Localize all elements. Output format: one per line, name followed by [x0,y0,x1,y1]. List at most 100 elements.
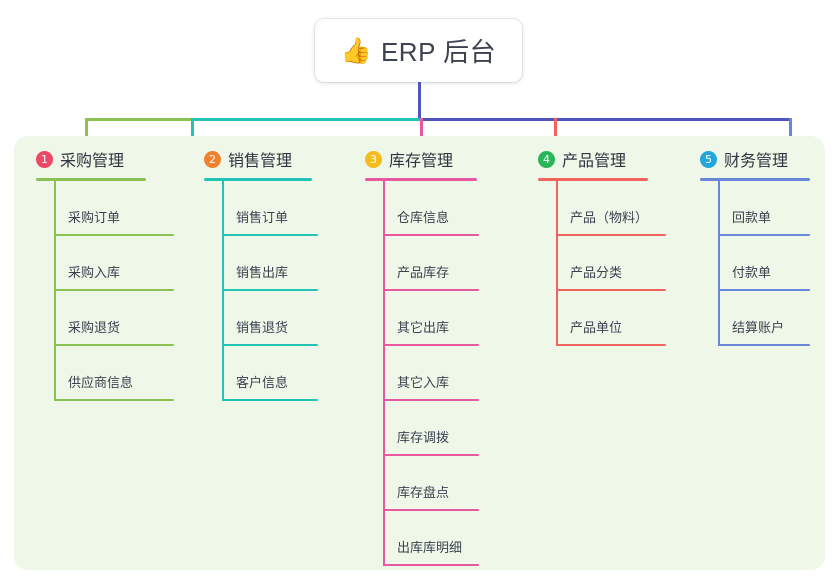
branch-title: 采购管理 [60,153,125,170]
branch-item-rule [383,289,479,291]
branch-item-rule [718,344,810,346]
root-node-title: ERP 后台 [380,37,497,67]
branch-item-rule [383,234,479,236]
branch-item-label: 库存盘点 [397,485,450,500]
branch-item[interactable]: 其它出库 [365,291,479,346]
branch-item-label: 采购入库 [68,265,121,280]
connector-drop-2 [191,118,194,145]
branch-item-label: 客户信息 [236,375,289,390]
branch-column-3: 3 库存管理仓库信息产品库存其它出库其它入库库存调拨库存盘点出库库明细 [365,146,479,566]
branch-item-label: 付款单 [732,265,772,280]
branch-item[interactable]: 付款单 [700,236,810,291]
branch-item-rule [383,399,479,401]
branch-item[interactable]: 采购入库 [36,236,174,291]
connector-bar-segment-3 [420,118,792,121]
branch-item-rule [556,344,666,346]
branch-item[interactable]: 客户信息 [204,346,318,401]
branch-item-rule [54,344,174,346]
branch-item-rule [54,399,174,401]
branch-item-list: 销售订单销售出库销售退货客户信息 [204,181,318,401]
branch-column-1: 1 采购管理采购订单采购入库采购退货供应商信息 [36,146,174,401]
branch-item[interactable]: 产品（物料） [538,181,666,236]
branch-number-badge: 5 [700,150,717,168]
connector-drop-4 [554,118,557,145]
connector-drop-1 [85,118,88,145]
branch-item-label: 供应商信息 [68,375,134,390]
branch-item-label: 其它出库 [397,320,450,335]
branch-item-label: 销售订单 [236,210,289,225]
branch-item[interactable]: 仓库信息 [365,181,479,236]
branch-item[interactable]: 回款单 [700,181,810,236]
branch-item[interactable]: 其它入库 [365,346,479,401]
root-node-card[interactable]: 👍 ERP 后台 [315,19,522,82]
thumbs-up-icon: 👍 [340,36,372,65]
branch-item-label: 产品分类 [570,265,623,280]
branch-item-label: 结算账户 [732,320,785,335]
branch-item[interactable]: 销售退货 [204,291,318,346]
branch-item[interactable]: 产品库存 [365,236,479,291]
branch-header-rule [36,178,146,181]
branch-column-5: 5 财务管理回款单付款单结算账户 [700,146,810,346]
branch-item-label: 产品（物料） [570,210,649,225]
branch-item-label: 销售退货 [236,320,289,335]
branch-item[interactable]: 产品分类 [538,236,666,291]
branches-panel [14,136,825,570]
branch-item[interactable]: 采购订单 [36,181,174,236]
branch-header-5[interactable]: 5 财务管理 [700,146,810,172]
connector-bar-segment-2 [191,118,420,121]
connector-bar-segment-1 [85,118,191,121]
branch-item-list: 仓库信息产品库存其它出库其它入库库存调拨库存盘点出库库明细 [365,181,479,566]
branch-spine [556,181,558,346]
branch-header-2[interactable]: 2 销售管理 [204,146,312,172]
branch-number-badge: 3 [365,150,382,168]
branch-number-badge: 2 [204,150,221,168]
branch-item[interactable]: 产品单位 [538,291,666,346]
branch-spine [222,181,224,401]
branch-item-rule [54,289,174,291]
branch-item[interactable]: 库存盘点 [365,456,479,511]
branch-header-3[interactable]: 3 库存管理 [365,146,477,172]
branch-item-list: 产品（物料） 产品分类产品单位 [538,181,666,346]
branch-item[interactable]: 结算账户 [700,291,810,346]
branch-header-rule [700,178,810,181]
branch-item[interactable]: 库存调拨 [365,401,479,456]
root-stem [418,82,421,121]
branch-spine [383,181,385,566]
branch-item-label: 其它入库 [397,375,450,390]
branch-spine [54,181,56,401]
branch-item-label: 产品库存 [397,265,450,280]
branch-item-label: 出库库明细 [397,540,463,555]
branch-header-rule [204,178,312,181]
branch-title: 财务管理 [724,153,789,170]
connector-drop-5 [789,118,792,145]
branch-item-list: 回款单付款单结算账户 [700,181,810,346]
branch-header-1[interactable]: 1 采购管理 [36,146,146,172]
branch-item-rule [383,564,479,566]
branch-item-label: 销售出库 [236,265,289,280]
branch-item[interactable]: 采购退货 [36,291,174,346]
branch-number-badge: 1 [36,150,53,168]
branch-item-list: 采购订单采购入库采购退货供应商信息 [36,181,174,401]
branch-item[interactable]: 出库库明细 [365,511,479,566]
branch-item-label: 库存调拨 [397,430,450,445]
branch-title: 库存管理 [389,153,454,170]
branch-column-2: 2 销售管理销售订单销售出库销售退货客户信息 [204,146,318,401]
branch-item-rule [222,344,318,346]
connector-drop-3 [420,118,423,145]
branch-item-rule [718,234,810,236]
branch-item[interactable]: 销售出库 [204,236,318,291]
branch-item-rule [718,289,810,291]
branch-item-rule [383,344,479,346]
branch-item-rule [383,454,479,456]
branch-item-rule [556,234,666,236]
branch-item[interactable]: 销售订单 [204,181,318,236]
branch-header-rule [365,178,477,181]
branch-number-badge: 4 [538,150,555,168]
branch-item[interactable]: 供应商信息 [36,346,174,401]
branch-item-label: 产品单位 [570,320,623,335]
branch-item-rule [556,289,666,291]
branch-title: 销售管理 [228,153,293,170]
